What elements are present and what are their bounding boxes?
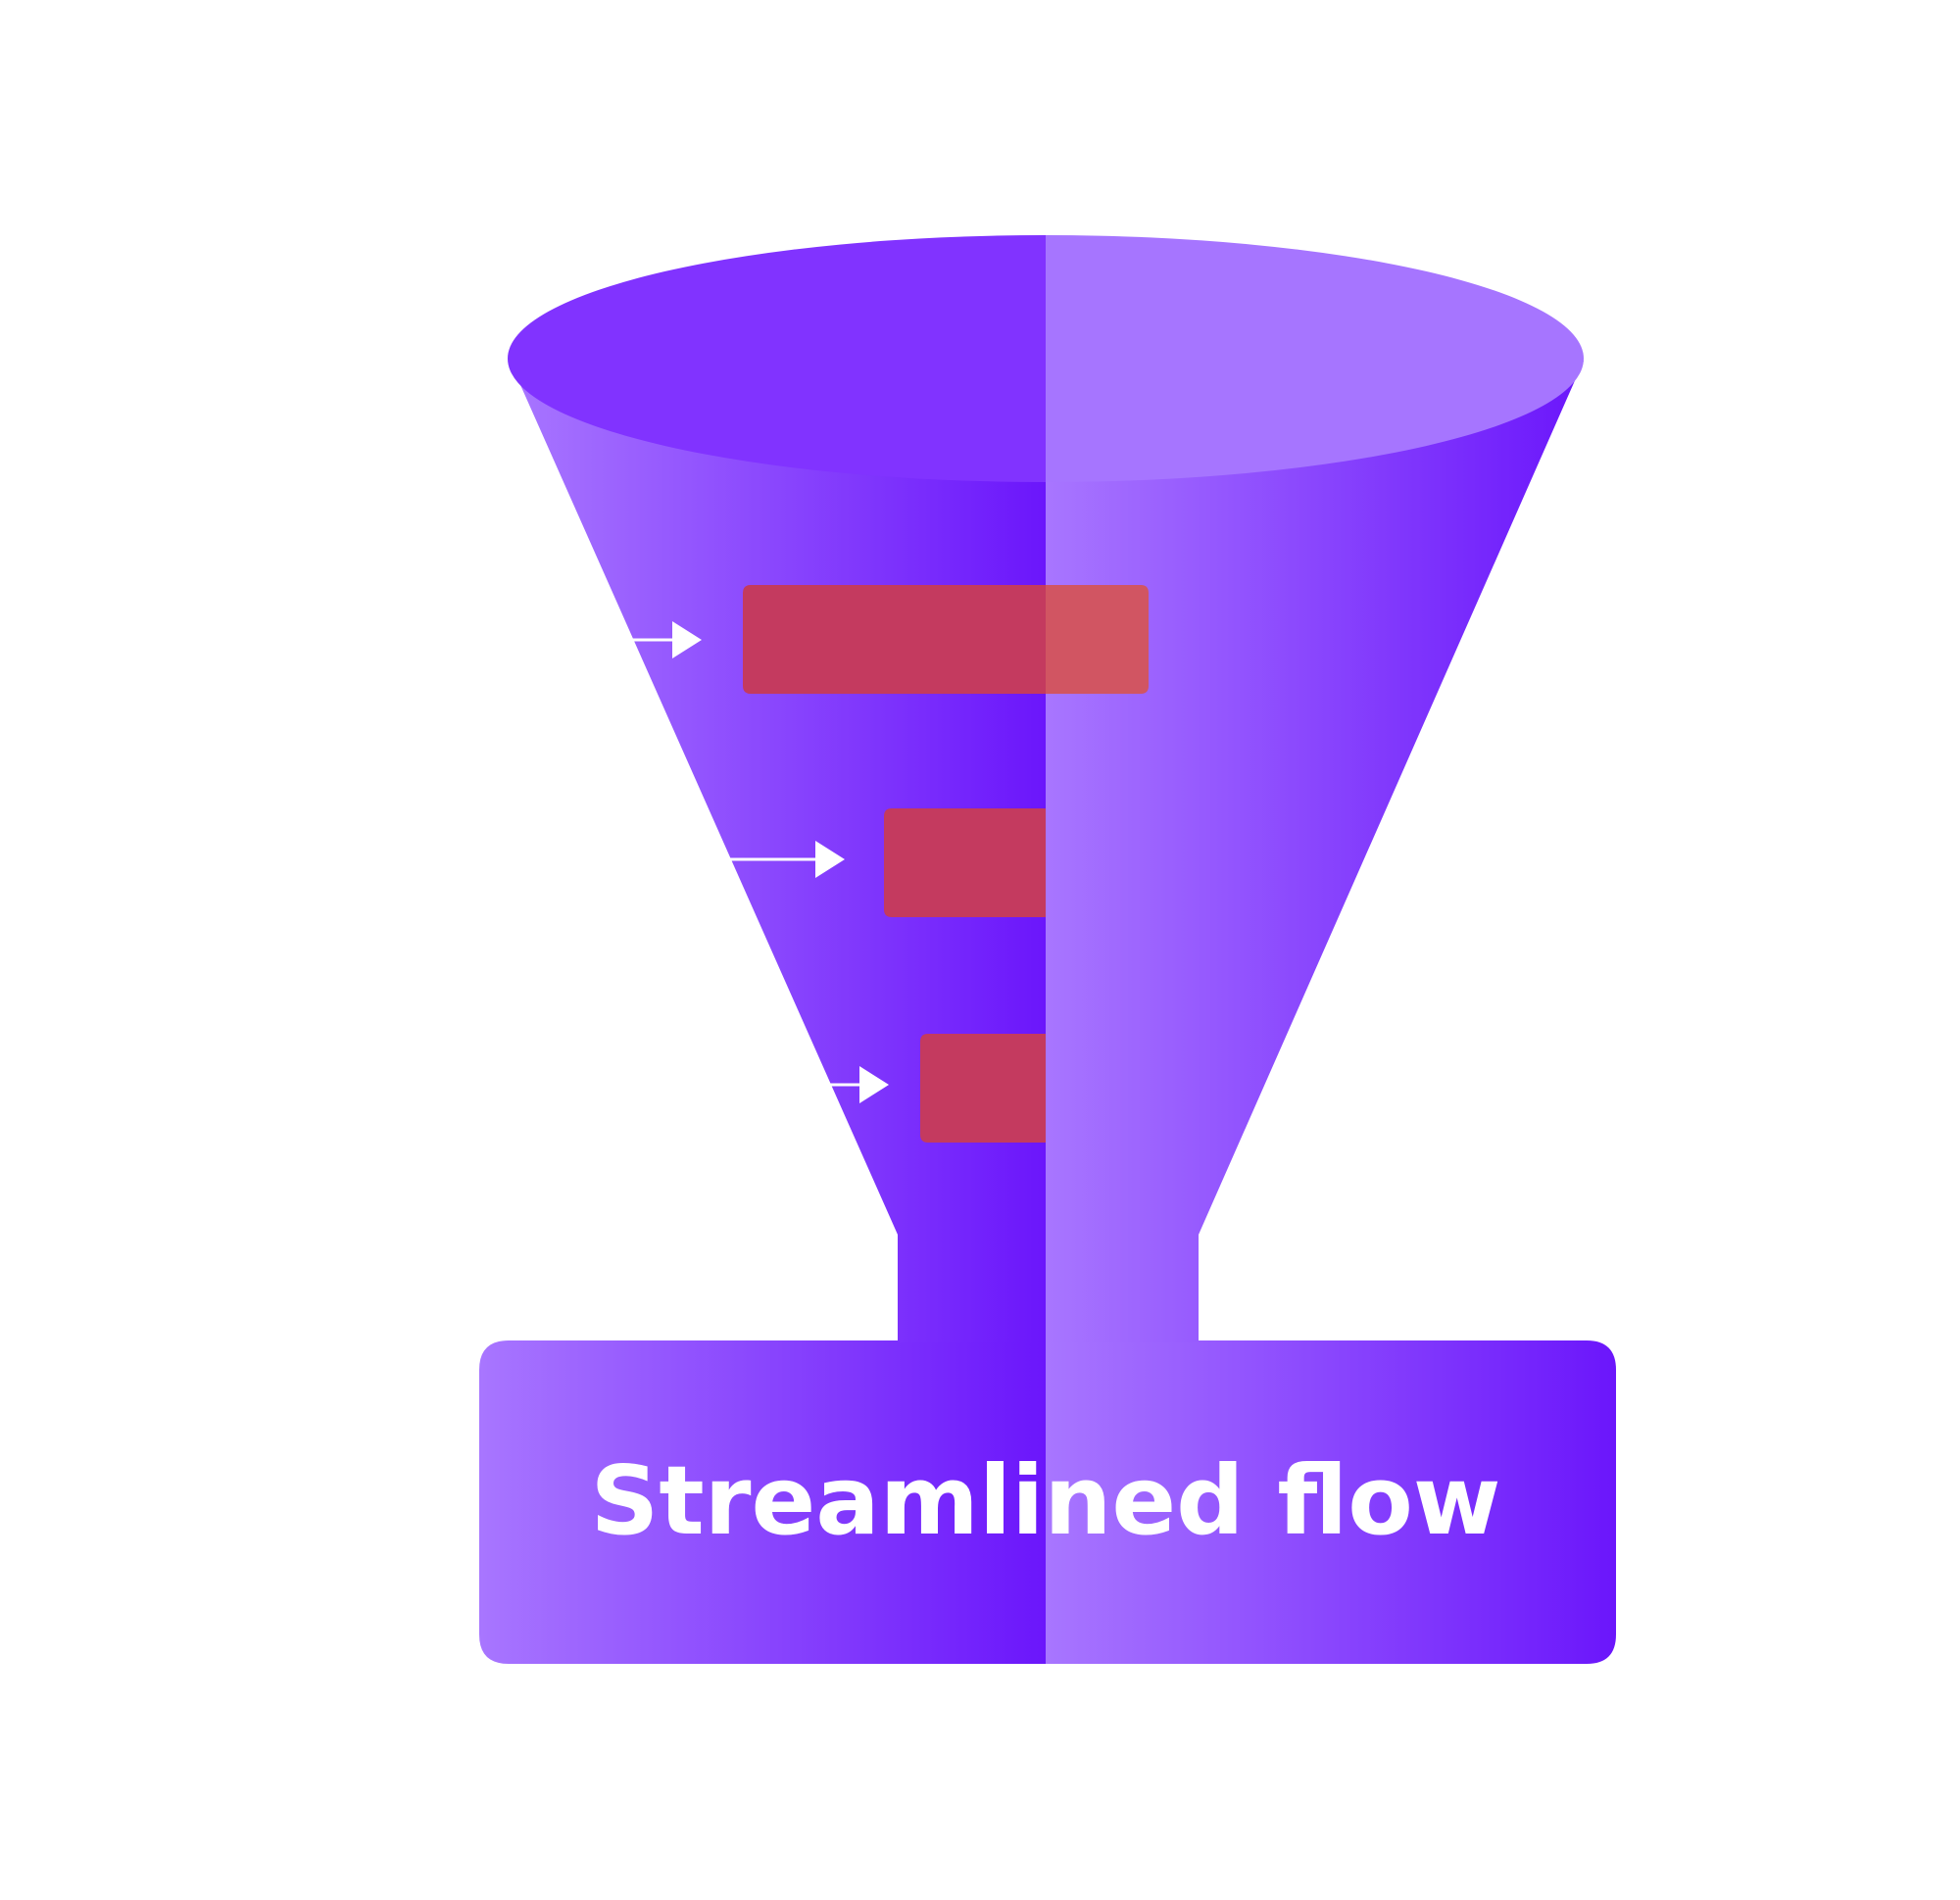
output-base-right <box>1046 1340 1616 1664</box>
right-arrow-icon <box>830 1066 889 1103</box>
right-arrow-icon <box>729 841 845 878</box>
output-base-left <box>479 1340 1046 1664</box>
right-arrow-icon <box>632 621 702 658</box>
funnel-rim-right <box>1046 235 1584 482</box>
stage-bar-1 <box>743 585 1149 694</box>
stage-bars <box>743 585 1149 1143</box>
funnel-rim-left <box>508 235 1046 482</box>
output-base <box>479 1340 1616 1664</box>
funnel-rim <box>508 235 1584 482</box>
stage-bar-3 <box>920 1034 1046 1143</box>
output-label: Streamlined flow <box>590 1445 1500 1556</box>
stage-bar-2 <box>884 808 1046 917</box>
funnel-cone-right <box>1046 361 1584 1342</box>
